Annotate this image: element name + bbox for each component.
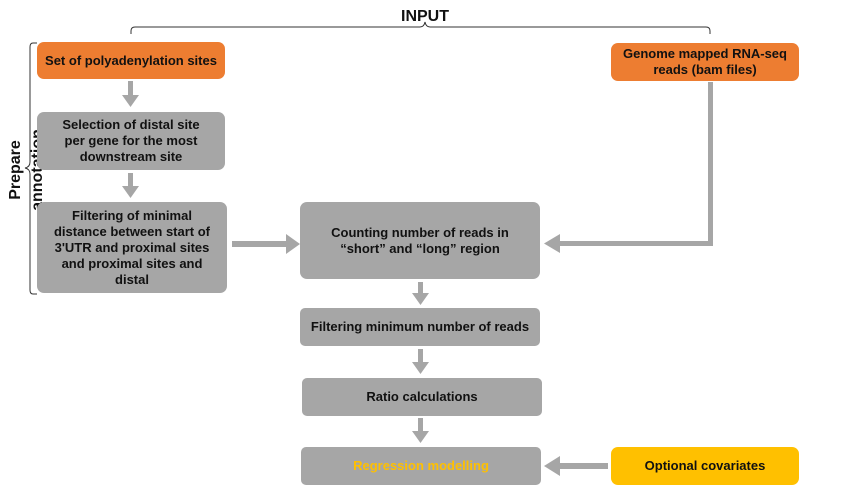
filtering-min-reads-text: Filtering minimum number of reads bbox=[310, 319, 530, 334]
prepare-annotation-bracket bbox=[24, 42, 37, 295]
arrow-covariates-to-regression bbox=[558, 463, 608, 469]
ratio-calculations-text: Ratio calculations bbox=[366, 389, 478, 404]
regression-modelling-box: Regression modelling bbox=[301, 447, 541, 485]
filtering-distance-box: Filtering of minimal distance between st… bbox=[37, 202, 227, 293]
arrow-polya-to-distal bbox=[128, 81, 133, 96]
ratio-calculations-box: Ratio calculations bbox=[302, 378, 542, 416]
arrow-distal-to-filter bbox=[128, 173, 133, 187]
counting-reads-text: Counting number of reads in “short” and … bbox=[331, 224, 509, 256]
filtering-min-reads-box: Filtering minimum number of reads bbox=[300, 308, 540, 346]
optional-covariates-box: Optional covariates bbox=[611, 447, 799, 485]
counting-reads-box: Counting number of reads in “short” and … bbox=[300, 202, 540, 279]
arrow-count-to-min-reads bbox=[418, 282, 423, 294]
prepare-annotation-label: Prepare annotation bbox=[7, 129, 46, 211]
genome-mapped-reads-text: Genome mapped RNA-seq reads (bam files) bbox=[623, 46, 787, 77]
filtering-distance-text: Filtering of minimal distance between st… bbox=[53, 207, 211, 287]
genome-mapped-reads-box: Genome mapped RNA-seq reads (bam files) bbox=[611, 43, 799, 81]
polyadenylation-sites-text: Set of polyadenylation sites bbox=[45, 52, 217, 68]
input-label: INPUT bbox=[401, 8, 449, 25]
distal-site-selection-box: Selection of distal site per gene for th… bbox=[37, 112, 225, 170]
arrow-reads-to-count bbox=[708, 82, 713, 246]
arrow-ratio-to-regression bbox=[418, 418, 423, 432]
input-bracket bbox=[130, 21, 711, 34]
optional-covariates-text: Optional covariates bbox=[644, 458, 766, 473]
distal-site-selection-text: Selection of distal site per gene for th… bbox=[62, 117, 200, 164]
arrow-min-reads-to-ratio bbox=[418, 349, 423, 363]
regression-modelling-text: Regression modelling bbox=[353, 458, 489, 473]
polyadenylation-sites-box: Set of polyadenylation sites bbox=[37, 42, 225, 79]
arrow-filter-to-count bbox=[232, 241, 288, 247]
